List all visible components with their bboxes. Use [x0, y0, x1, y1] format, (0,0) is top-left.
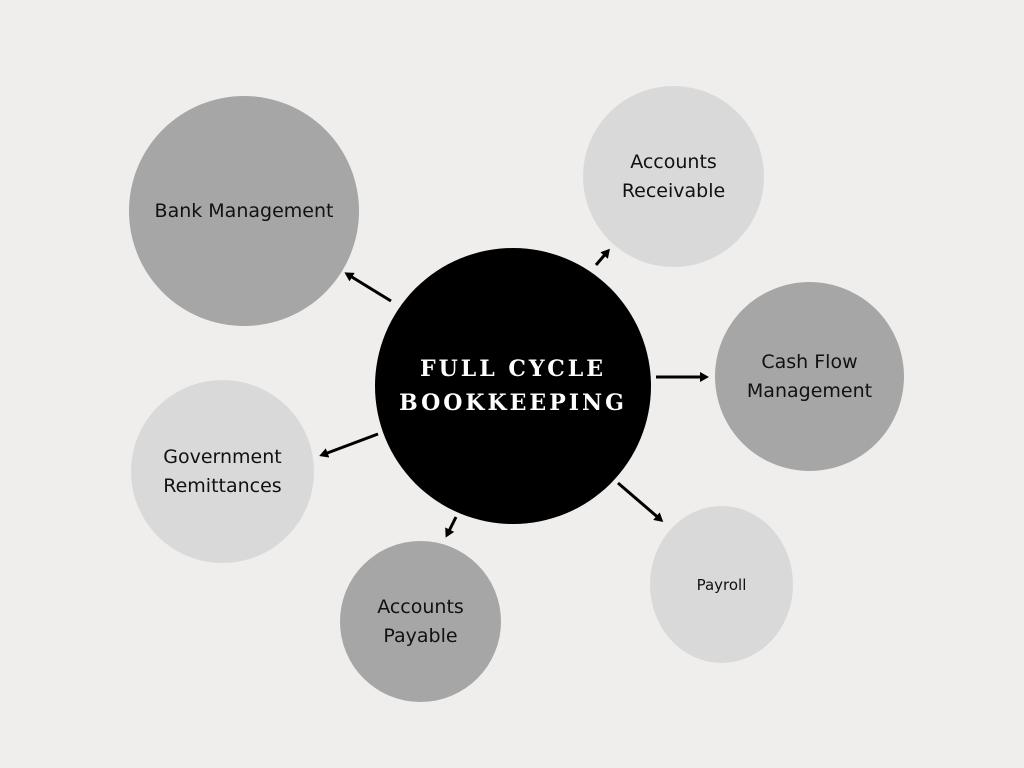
node-cash-flow-management: Cash Flow Management	[715, 282, 904, 471]
node-accounts-payable: Accounts Payable	[340, 541, 501, 702]
node-label-cash-flow-management: Cash Flow Management	[746, 350, 873, 402]
arrow-to-government-remittances	[319, 432, 379, 458]
arrow-to-accounts-payable	[445, 516, 458, 538]
node-label-bank-management: Bank Management	[154, 199, 334, 222]
node-bank-management: Bank Management	[129, 96, 359, 326]
arrow-to-payroll	[617, 481, 664, 522]
node-label-payroll: Payroll	[696, 575, 747, 594]
node-label-accounts-payable: Accounts Payable	[377, 595, 464, 647]
node-accounts-receivable: Accounts Receivable	[583, 86, 764, 267]
node-government-remittances: Government Remittances	[131, 380, 314, 563]
node-label-accounts-receivable: Accounts Receivable	[621, 150, 726, 202]
center-node-full-cycle-bookkeeping: FULL CYCLE BOOKKEEPING	[375, 248, 651, 524]
center-title: FULL CYCLE BOOKKEEPING	[399, 356, 627, 416]
arrow-to-bank-management	[344, 272, 392, 303]
node-label-government-remittances: Government Remittances	[163, 445, 282, 497]
arrow-to-accounts-receivable	[594, 248, 610, 266]
node-payroll: Payroll	[650, 506, 793, 663]
